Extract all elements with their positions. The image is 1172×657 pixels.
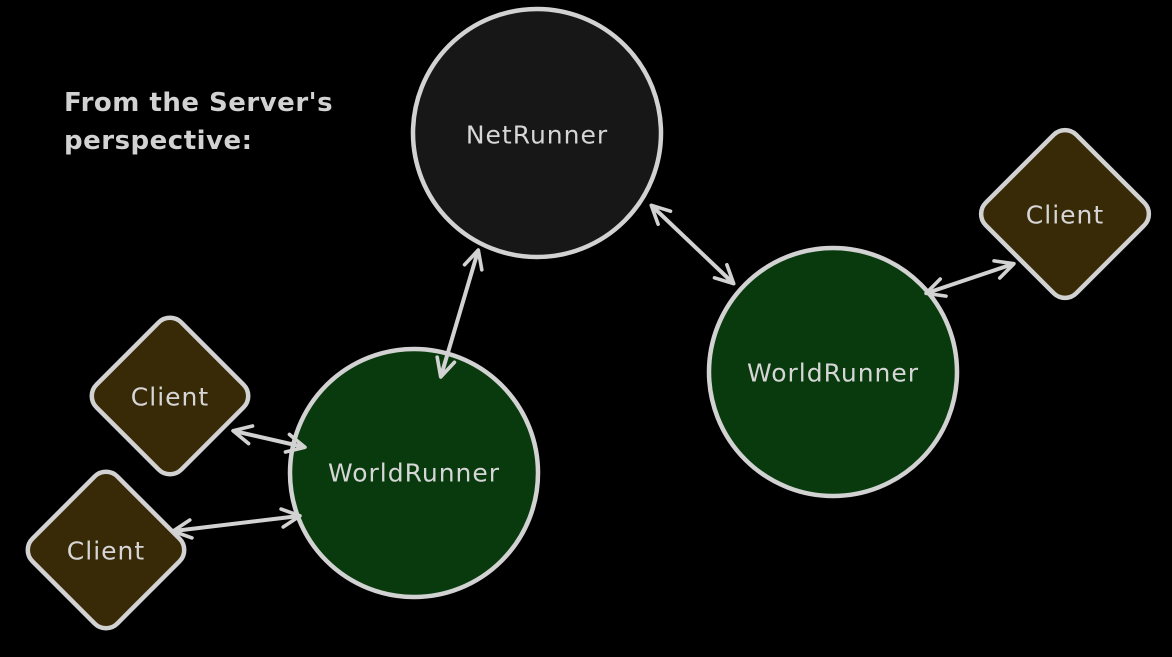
client-top-left-node: Client: [89, 315, 251, 477]
perspective-note-line2: perspective:: [64, 126, 253, 156]
client-top-left-label: Client: [131, 383, 209, 412]
edge-client-top-left-to-worldrunner-left: [231, 424, 307, 454]
worldrunner-left-circle: [287, 346, 541, 600]
worldrunner-right-label: WorldRunner: [747, 359, 919, 388]
perspective-note-line1: From the Server's: [64, 88, 334, 118]
edge-client-bottom-left-to-worldrunner-left: [171, 507, 302, 540]
worldrunner-right-node: WorldRunner: [706, 245, 960, 499]
netrunner-circle: [410, 6, 664, 260]
client-right-node: Client: [978, 127, 1152, 301]
client-bottom-left-diamond: [25, 469, 187, 631]
edge-worldrunner-left-to-netrunner: [435, 248, 484, 379]
worldrunner-right-circle: [706, 245, 960, 499]
client-bottom-left-node: Client: [25, 469, 187, 631]
perspective-note: From the Server's perspective:: [64, 84, 333, 160]
client-bottom-left-label: Client: [67, 537, 145, 566]
client-right-label: Client: [1026, 201, 1104, 230]
netrunner-label: NetRunner: [466, 121, 608, 150]
netrunner-node: NetRunner: [410, 6, 664, 260]
client-top-left-diamond: [89, 315, 251, 477]
edge-netrunner-to-worldrunner-right: [649, 203, 736, 286]
worldrunner-left-label: WorldRunner: [328, 459, 500, 488]
edge-worldrunner-right-to-client-right: [924, 259, 1016, 298]
client-right-diamond: [978, 127, 1152, 301]
worldrunner-left-node: WorldRunner: [287, 346, 541, 600]
